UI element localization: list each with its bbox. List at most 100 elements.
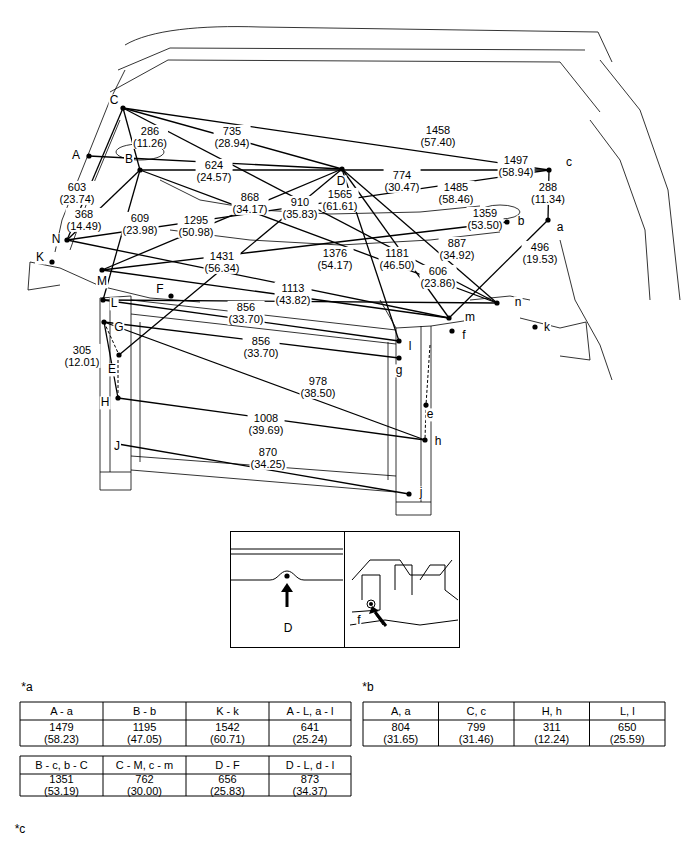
body-panel-line [100, 472, 431, 515]
measuring-point [406, 491, 411, 496]
measuring-point [64, 237, 69, 242]
dimension-value: 887 (34.92) [439, 237, 476, 261]
table-rule [351, 756, 352, 796]
table-rule [269, 756, 270, 796]
table-header: B - b [133, 705, 156, 717]
arrow-shaft [286, 592, 289, 607]
table-value: 656 (25.83) [210, 773, 245, 797]
measuring-point [101, 319, 106, 324]
dimension-line [102, 270, 449, 318]
arrow-shaft [375, 612, 386, 626]
dimension-value: 305 (12.01) [64, 344, 101, 368]
point-letter: g [395, 364, 404, 377]
dimension-line [119, 169, 342, 355]
inset-sketch [231, 549, 343, 550]
body-panel-line [125, 27, 612, 62]
measuring-point [137, 167, 142, 172]
inset-sketch [231, 571, 343, 580]
measuring-point [532, 324, 537, 329]
dimension-value: 735 (28.94) [214, 125, 251, 149]
dimension-value: 1565 (61.61) [322, 188, 359, 212]
dimension-value: 1376 (54.17) [317, 247, 354, 271]
measuring-point [449, 328, 454, 333]
measuring-point [504, 219, 509, 224]
point-letter: D [336, 175, 347, 188]
point-letter: m [464, 311, 476, 324]
hidden-line [118, 360, 119, 398]
point-letter: N [51, 233, 62, 246]
measuring-point [545, 217, 550, 222]
dimension-value: 1008 (39.69) [248, 412, 285, 436]
dimension-value: 1485 (58.46) [438, 181, 475, 205]
table-value: 873 (34.37) [293, 773, 328, 797]
body-panel-line [131, 470, 396, 492]
measuring-point [115, 395, 120, 400]
table-value: 1479 (58.23) [44, 721, 79, 745]
table-rule [438, 702, 439, 746]
table-rule [20, 746, 351, 747]
point-letter: G [113, 321, 124, 334]
table-value: 650 (25.59) [610, 721, 645, 745]
measuring-point [116, 352, 121, 357]
measuring-point [339, 166, 344, 171]
dimension-lines [67, 108, 549, 494]
inset-sketch [420, 565, 458, 600]
table-header: C - M, c - m [116, 759, 173, 771]
measuring-point [99, 267, 104, 272]
table-rule [351, 702, 352, 746]
dimension-value: 603 (23.74) [59, 181, 96, 205]
body-panel-line [110, 60, 600, 112]
measuring-point [100, 297, 105, 302]
dimension-line [67, 170, 549, 240]
point-letter: f [461, 329, 466, 342]
inset-view: f [344, 531, 460, 648]
view-callout: *c [15, 823, 26, 836]
dimension-line [342, 169, 497, 303]
table-header: K - k [216, 705, 239, 717]
table-grid [20, 702, 351, 746]
table-rule [363, 702, 364, 746]
measuring-point [369, 602, 373, 606]
table-grid [363, 702, 665, 746]
table-header: H, h [542, 705, 562, 717]
table-rule [20, 756, 21, 796]
table-rule [363, 720, 665, 721]
table-rule [665, 702, 666, 746]
dimension-value: 856 (33.70) [228, 301, 265, 325]
table-rule [20, 702, 21, 746]
body-panel-line [560, 240, 612, 380]
point-letter: C [109, 94, 120, 107]
table-header: A, a [391, 705, 411, 717]
table-value: 1542 (60.71) [210, 721, 245, 745]
point-letter: n [514, 296, 523, 309]
table-rule [103, 756, 104, 796]
view-callout: *b [362, 681, 373, 694]
measuring-point [396, 338, 401, 343]
dimension-value: 870 (34.25) [250, 446, 287, 470]
table-value: 641 (25.24) [293, 721, 328, 745]
point-letter: l [408, 340, 413, 353]
measuring-point [120, 105, 125, 110]
dimension-value: 288 (11.34) [530, 181, 566, 205]
table-rule [269, 702, 270, 746]
dimension-value: 496 (19.53) [522, 241, 559, 265]
point-letter: L [110, 297, 119, 310]
hidden-line [425, 345, 430, 440]
dimension-value: 1431 (56.34) [204, 250, 241, 274]
measuring-point [422, 437, 427, 442]
table-value: 311 (12.24) [534, 721, 569, 745]
point-letter: k [543, 321, 551, 334]
dimension-value: 1295 (50.98) [178, 214, 215, 238]
body-panel-line [160, 180, 480, 214]
table-header: B - c, b - C [35, 759, 88, 771]
dimension-value: 978 (38.50) [300, 375, 337, 399]
point-letter: B [124, 153, 134, 166]
measuring-point [546, 167, 551, 172]
dimension-value: 1113 (43.82) [275, 282, 312, 306]
table-header: A - L, a - l [286, 705, 333, 717]
dimension-value: 774 (30.47) [384, 169, 421, 193]
dimension-value: 609 (23.98) [122, 212, 159, 236]
dimension-line [449, 220, 548, 318]
measuring-point [86, 153, 91, 158]
body-panel-line [421, 326, 422, 502]
